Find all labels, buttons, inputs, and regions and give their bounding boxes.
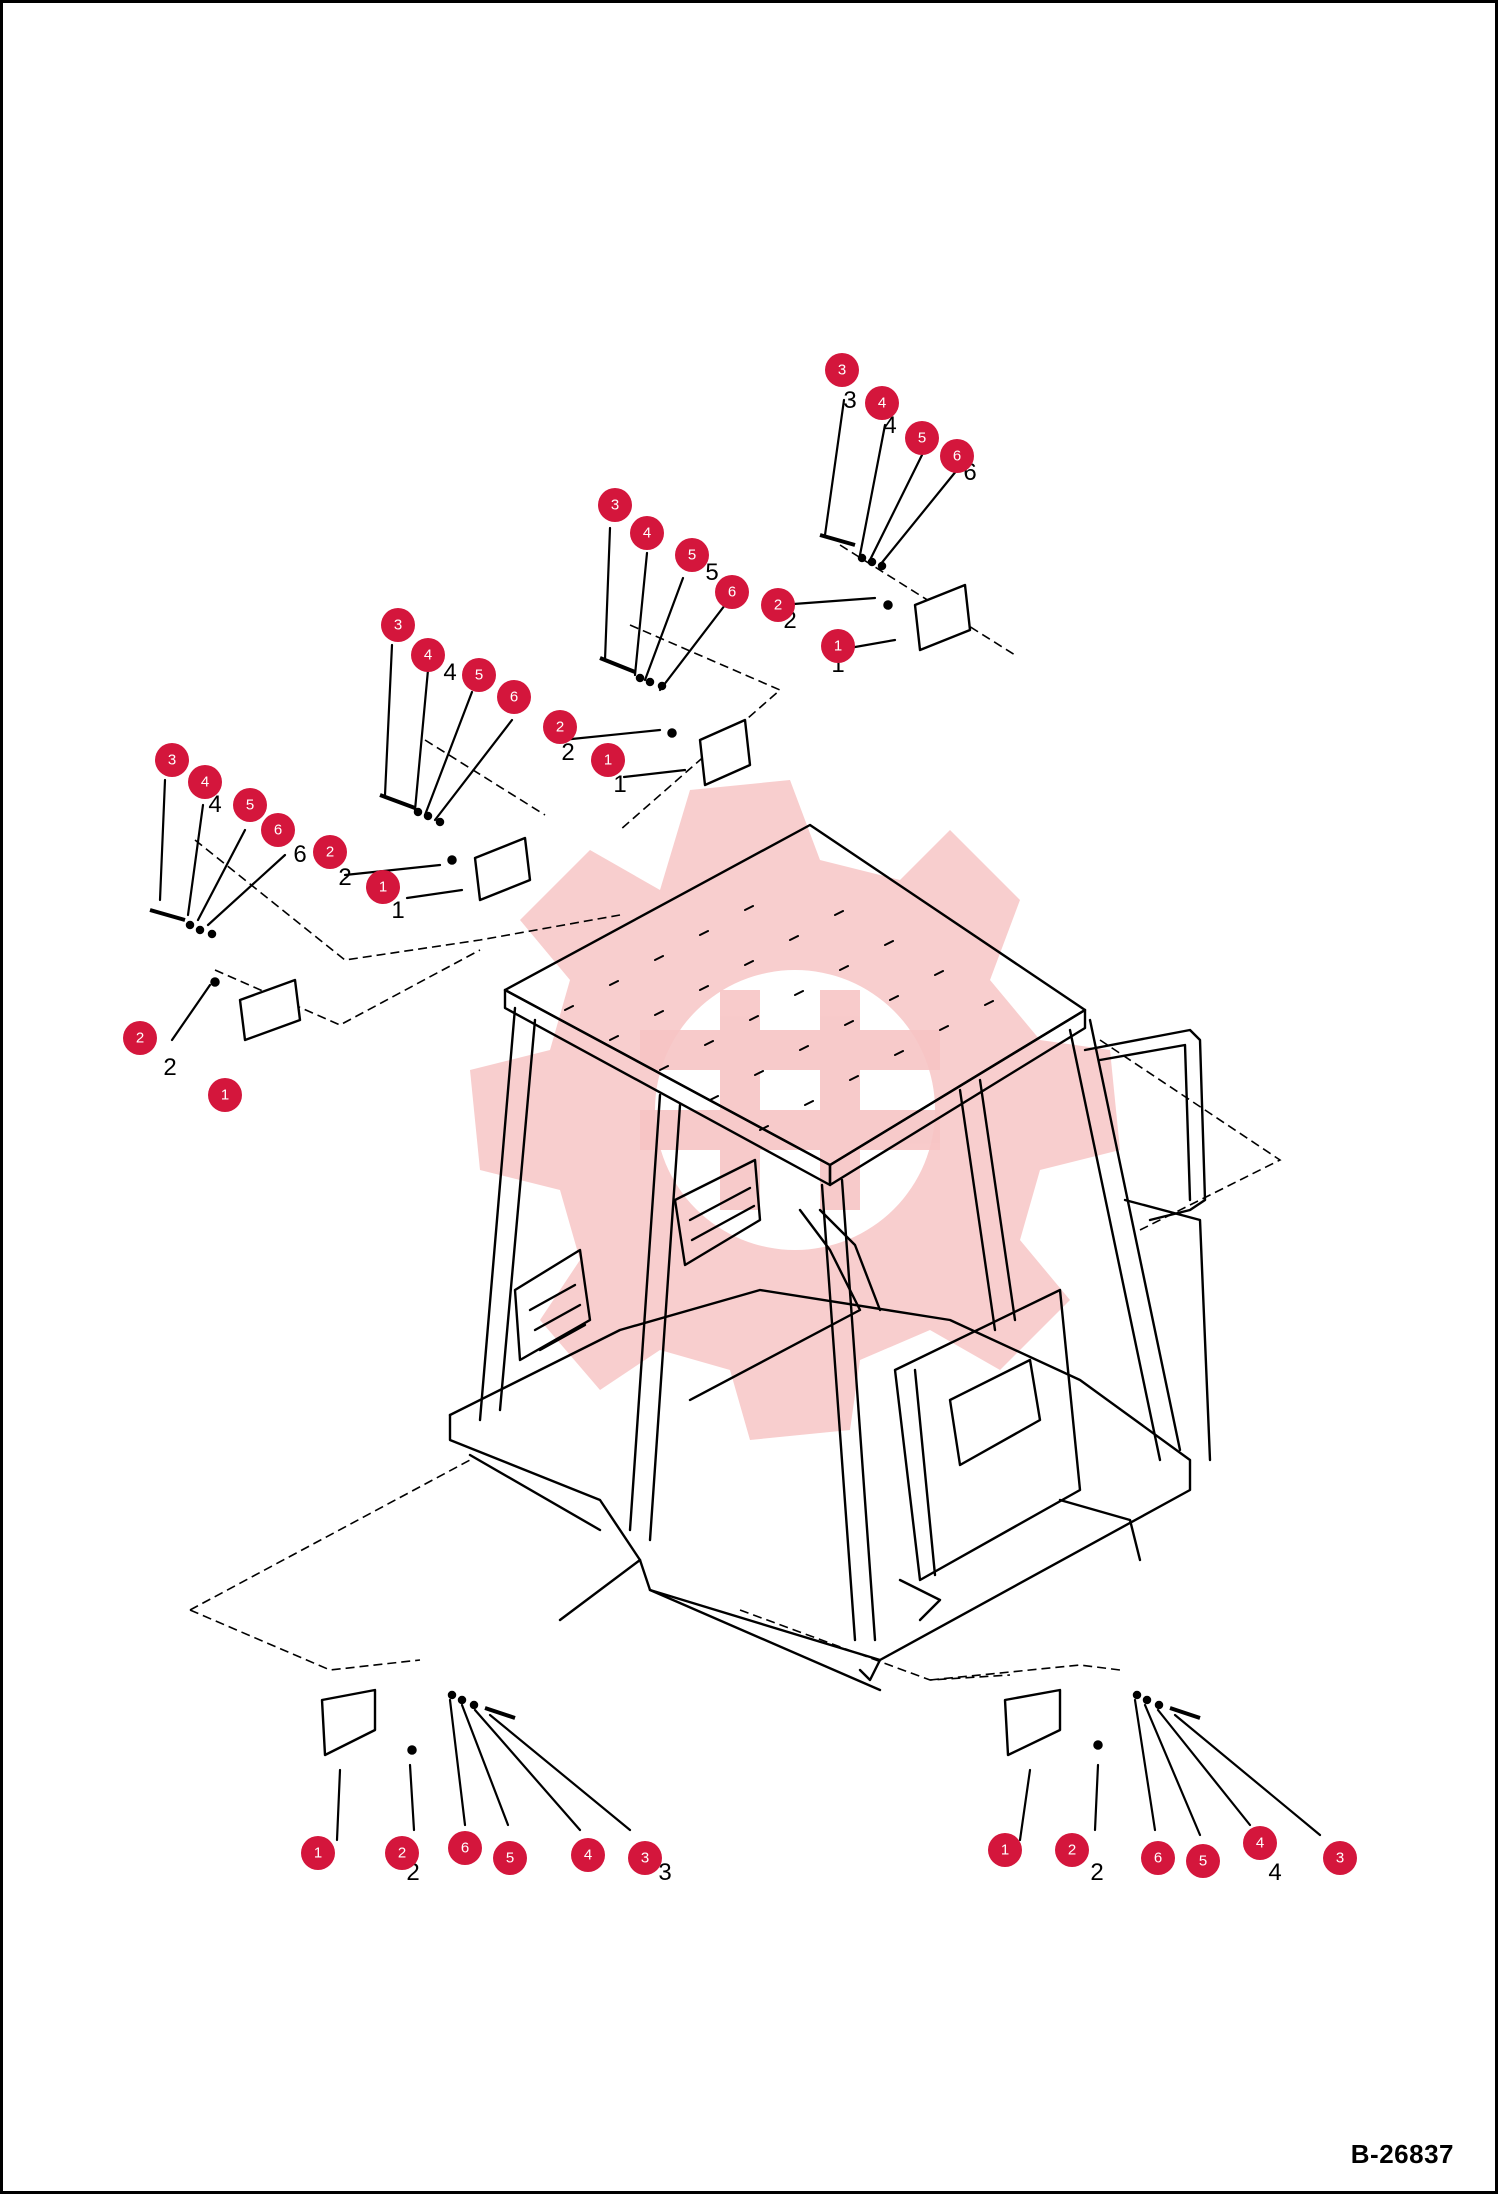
callout-badge: 6 — [497, 680, 531, 714]
svg-text:4: 4 — [878, 395, 886, 412]
callout-badge: 5 — [233, 788, 267, 822]
svg-text:5: 5 — [475, 667, 483, 684]
callout-badge: 1 — [366, 870, 400, 904]
svg-text:5: 5 — [688, 547, 696, 564]
callout-badge: 1 — [301, 1836, 335, 1870]
svg-text:4: 4 — [643, 525, 651, 542]
callout-badge: 1 — [988, 1833, 1022, 1867]
callout-badge: 4 — [188, 765, 222, 799]
callout-badge: 4 — [411, 638, 445, 672]
callout-badge: 3 — [155, 743, 189, 777]
svg-text:1: 1 — [834, 638, 842, 655]
svg-text:3: 3 — [168, 752, 176, 769]
printed-number: 5 — [705, 559, 718, 586]
svg-text:4: 4 — [424, 647, 432, 664]
callout-badge: 2 — [123, 1021, 157, 1055]
callout-badge: 3 — [381, 608, 415, 642]
callout-badge: 2 — [543, 710, 577, 744]
callout-badge: 1 — [208, 1078, 242, 1112]
callout-badge: 3 — [1323, 1841, 1357, 1875]
svg-text:1: 1 — [379, 879, 387, 896]
svg-text:5: 5 — [506, 1850, 514, 1867]
cab-assembly — [448, 823, 1212, 1692]
svg-text:4: 4 — [201, 774, 209, 791]
callout-badge: 2 — [1055, 1833, 1089, 1867]
svg-text:6: 6 — [461, 1840, 469, 1857]
svg-text:6: 6 — [728, 584, 736, 601]
svg-text:5: 5 — [918, 430, 926, 447]
printed-number: 2 — [561, 739, 574, 766]
callout-badge: 1 — [821, 629, 855, 663]
mirror-brackets — [238, 583, 1062, 1757]
callout-badge: 4 — [571, 1838, 605, 1872]
callout-badge: 2 — [761, 588, 795, 622]
callout-badge: 6 — [715, 575, 749, 609]
svg-text:5: 5 — [246, 797, 254, 814]
callout-badge: 2 — [385, 1836, 419, 1870]
callout-badge: 5 — [493, 1841, 527, 1875]
svg-text:6: 6 — [953, 448, 961, 465]
svg-text:3: 3 — [838, 362, 846, 379]
printed-number: 3 — [843, 387, 856, 414]
callout-badge: 2 — [313, 835, 347, 869]
callout-badge: 4 — [630, 516, 664, 550]
printed-number: 2 — [163, 1054, 176, 1081]
svg-text:4: 4 — [1256, 1835, 1264, 1852]
svg-text:1: 1 — [1001, 1842, 1009, 1859]
callout-badge: 5 — [1186, 1844, 1220, 1878]
printed-number: 1 — [613, 771, 626, 798]
callout-badge: 4 — [1243, 1826, 1277, 1860]
svg-text:1: 1 — [314, 1845, 322, 1862]
svg-text:6: 6 — [274, 822, 282, 839]
svg-text:2: 2 — [136, 1030, 144, 1047]
printed-number: 4 — [443, 659, 456, 686]
svg-text:3: 3 — [394, 617, 402, 634]
callout-badge: 3 — [598, 488, 632, 522]
callout-badge: 6 — [940, 439, 974, 473]
svg-text:6: 6 — [1154, 1850, 1162, 1867]
figure-reference-number: B-26837 — [1350, 2139, 1454, 2169]
printed-number: 4 — [208, 791, 221, 818]
svg-text:2: 2 — [556, 719, 564, 736]
callout-badge: 3 — [628, 1841, 662, 1875]
callout-badge: 3 — [825, 353, 859, 387]
printed-part-numbers: 3 4 6 5 2 1 4 2 1 4 6 2 1 2 2 3 2 4 — [163, 387, 1281, 1886]
printed-number: 1 — [391, 897, 404, 924]
svg-text:6: 6 — [510, 689, 518, 706]
callout-badge: 5 — [905, 421, 939, 455]
svg-text:5: 5 — [1199, 1853, 1207, 1870]
leader-lines — [158, 398, 1322, 1842]
svg-text:1: 1 — [221, 1087, 229, 1104]
svg-text:2: 2 — [326, 844, 334, 861]
callout-badge: 6 — [448, 1831, 482, 1865]
callout-badge: 6 — [261, 813, 295, 847]
fasteners — [149, 533, 1201, 1755]
svg-text:1: 1 — [604, 752, 612, 769]
svg-text:2: 2 — [774, 597, 782, 614]
printed-number: 3 — [658, 1859, 671, 1886]
callout-badge: 5 — [675, 538, 709, 572]
callouts: 3 4 5 6 2 1 3 4 5 6 1 3 4 5 6 2 1 3 4 5 … — [123, 353, 1357, 1878]
watermark-logo-mark — [640, 990, 940, 1210]
svg-text:3: 3 — [1336, 1850, 1344, 1867]
svg-text:3: 3 — [641, 1850, 649, 1867]
svg-text:2: 2 — [398, 1845, 406, 1862]
printed-number: 2 — [1090, 1859, 1103, 1886]
callout-badge: 5 — [462, 658, 496, 692]
assembly-lines — [189, 544, 1282, 1681]
printed-number: 2 — [338, 864, 351, 891]
callout-badge: 1 — [591, 743, 625, 777]
callout-badge: 6 — [1141, 1841, 1175, 1875]
svg-text:2: 2 — [1068, 1842, 1076, 1859]
svg-text:3: 3 — [611, 497, 619, 514]
printed-number: 6 — [293, 841, 306, 868]
callout-badge: 4 — [865, 386, 899, 420]
svg-text:4: 4 — [584, 1847, 592, 1864]
printed-number: 4 — [1268, 1859, 1281, 1886]
